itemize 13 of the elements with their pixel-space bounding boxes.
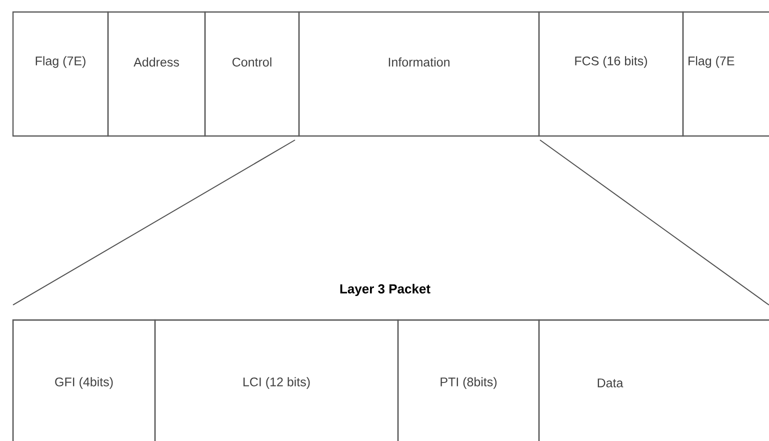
expansion-line [540, 140, 769, 306]
packet-field: Data [538, 319, 769, 441]
frame-field: Flag (7E [682, 11, 769, 137]
frame-field: Address [107, 11, 206, 137]
frame-field: Control [204, 11, 300, 137]
packet-field: GFI (4bits) [12, 319, 156, 441]
frame-field: Flag (7E) [12, 11, 109, 137]
packet-field: LCI (12 bits) [154, 319, 399, 441]
expansion-line [12, 140, 296, 306]
packet-field: PTI (8bits) [397, 319, 540, 441]
frame-field: Information [298, 11, 540, 137]
packet-heading: Layer 3 Packet [340, 284, 430, 296]
frame-field: FCS (16 bits) [538, 11, 684, 137]
